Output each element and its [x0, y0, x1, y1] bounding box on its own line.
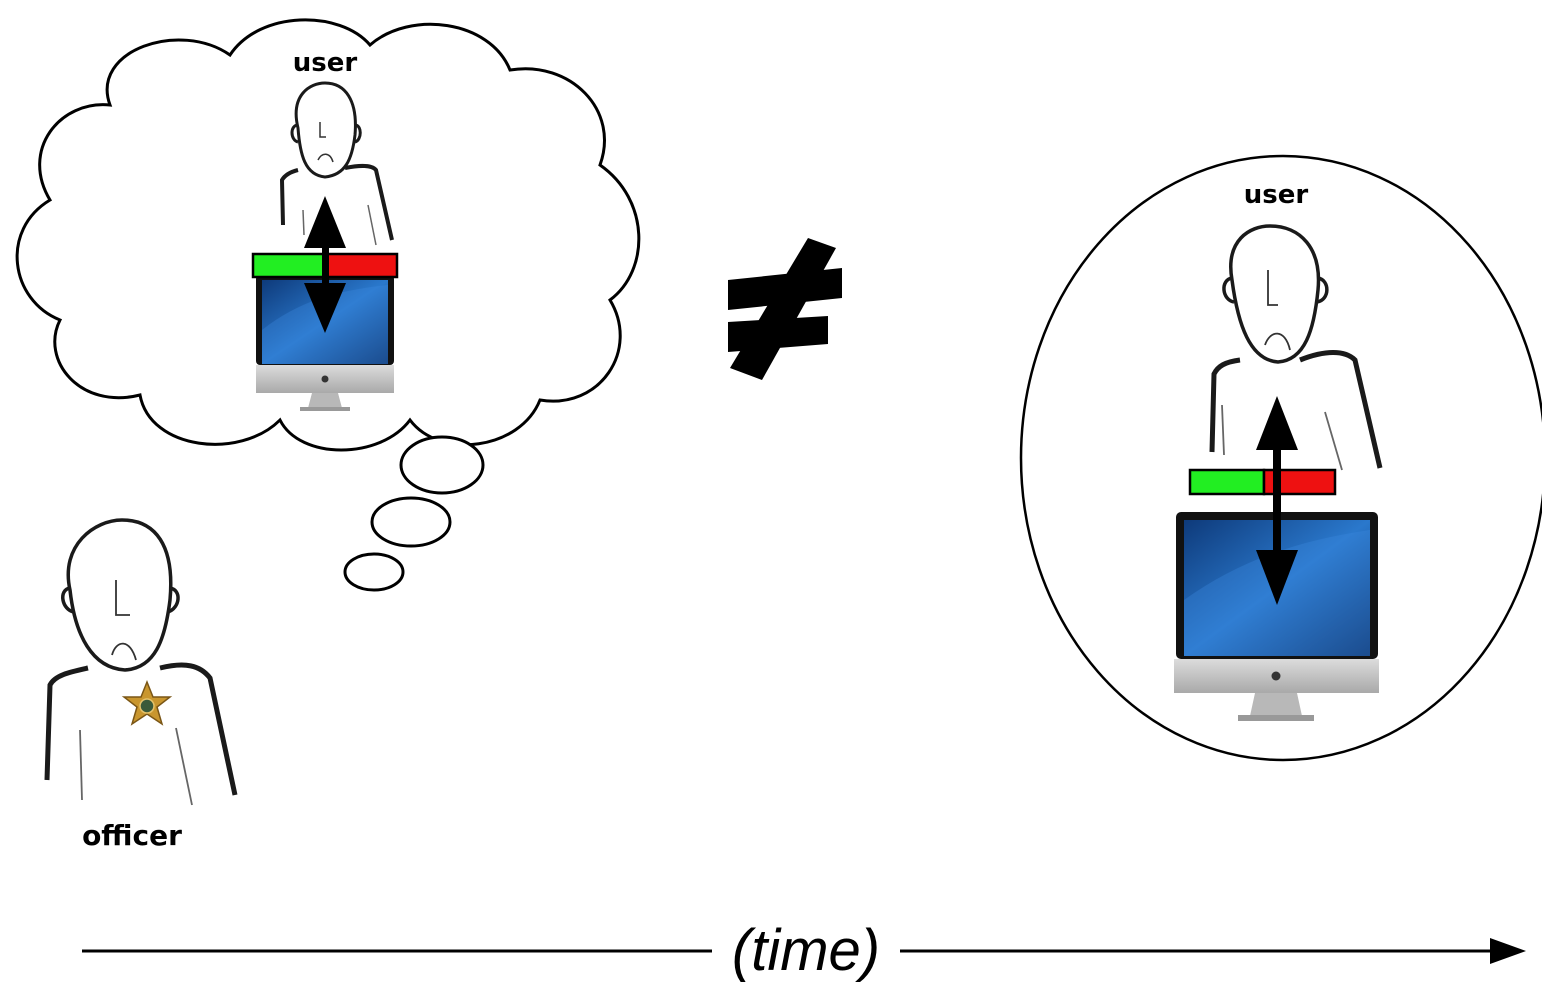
toggle-slider-reality [1188, 468, 1337, 496]
officer-label: officer [82, 819, 182, 852]
thought-bubble-medium [370, 496, 452, 548]
reality-circle [1019, 154, 1542, 762]
toggle-slider-thought [251, 252, 399, 279]
time-label: (time) [732, 918, 880, 983]
user-figure-reality [1209, 224, 1383, 471]
thought-bubble-small [343, 552, 405, 592]
double-arrow-icon-thought [304, 196, 346, 333]
thought-bubble-large [399, 435, 485, 495]
sheriff-badge-icon [121, 679, 173, 726]
double-arrow-icon-reality [1256, 396, 1298, 605]
time-arrowhead-icon [1490, 938, 1526, 964]
computer-thought [256, 275, 394, 411]
time-axis: (time) [82, 918, 1526, 983]
user-label-thought: user [293, 48, 358, 78]
user-label-reality: user [1244, 180, 1309, 210]
not-equal-symbol [728, 238, 842, 380]
officer-figure [44, 518, 238, 806]
user-figure-thought [279, 81, 394, 246]
